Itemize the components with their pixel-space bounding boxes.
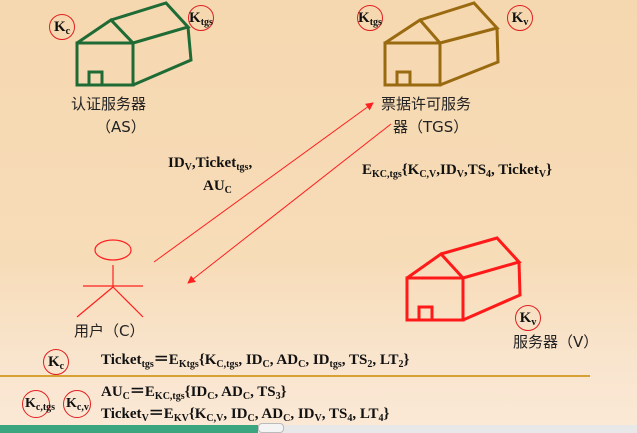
scrollbar-track[interactable] xyxy=(258,425,637,433)
scrollbar-thumb[interactable] xyxy=(258,423,284,433)
key-ktgs-as: Ktgs xyxy=(188,5,214,31)
formula-au-c: AUC＝EKC,tgs{IDC, ADC, TS3} xyxy=(101,384,287,402)
as-label: 认证服务器 xyxy=(71,95,147,113)
key-kc-v: Kc,v xyxy=(63,390,91,418)
divider xyxy=(0,375,590,377)
arrow-tgs-to-client xyxy=(187,123,392,284)
key-kv-server: Kv xyxy=(515,305,541,331)
tgs-label-line2: 器（TGS） xyxy=(393,118,469,136)
arrow-client-to-tgs xyxy=(153,102,374,263)
message-from-tgs: EKC,tgs{KC,V,IDV,TS4, TicketV} xyxy=(362,162,552,180)
key-kc-as: Kc xyxy=(49,14,75,40)
server-label: 服务器（V） xyxy=(513,333,599,351)
client-label: 用户（C） xyxy=(74,322,145,340)
message-to-tgs-line1: IDV,Tickettgs, xyxy=(168,155,253,173)
user-figure-icon xyxy=(76,239,144,318)
key-kc-tgs: Kc,tgs xyxy=(22,390,55,418)
key-kv-tgs: Kv xyxy=(507,5,533,31)
as-code: （AS） xyxy=(96,118,146,136)
formula-ticket-v: TicketV＝EKV{KC,V, IDC, ADC, IDV, TS4, LT… xyxy=(101,406,390,424)
message-to-tgs-line2: AUC xyxy=(203,178,232,196)
formula-ticket-tgs: Tickettgs＝EKtgs{KC,tgs, IDC, ADC, IDtgs,… xyxy=(101,352,410,370)
as-house-icon xyxy=(75,1,193,87)
server-house-icon xyxy=(405,236,522,322)
key-kc-client: Kc xyxy=(43,349,69,375)
key-ktgs-tgs: Ktgs xyxy=(357,5,383,31)
tgs-house-icon xyxy=(383,1,500,87)
tgs-label-line1: 票据许可服务 xyxy=(381,95,472,113)
